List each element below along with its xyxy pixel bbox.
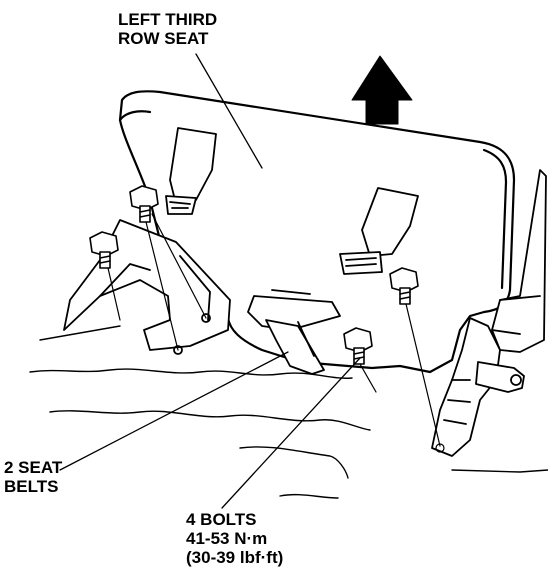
floor-outline: [29, 325, 548, 499]
bolt-center: [343, 327, 373, 365]
seat-label-line2: ROW SEAT: [118, 29, 209, 48]
bolt-guide-lines: [107, 213, 445, 453]
bolts-label-line1: 4 BOLTS: [186, 510, 257, 529]
belts-label-line1: 2 SEAT: [4, 458, 63, 477]
belts-label: 2 SEAT BELTS: [4, 458, 62, 496]
belts-label-line2: BELTS: [4, 477, 59, 496]
bolt-mid-left: [89, 231, 119, 269]
seat-belt-buckle: [247, 289, 341, 375]
up-arrow-icon: [351, 55, 413, 125]
seat-label-line1: LEFT THIRD: [118, 10, 218, 29]
seat-hinge-frame: [431, 169, 547, 457]
leader-lines: [59, 53, 361, 509]
bolts-label: 4 BOLTS 41-53 N·m (30-39 lbf·ft): [186, 510, 283, 567]
seat-belt-left: [165, 127, 217, 215]
bolts-label-line3: (30-39 lbf·ft): [186, 548, 284, 567]
bolt-top-left: [129, 185, 159, 223]
seat-belt-right: [339, 187, 419, 275]
bolt-right: [389, 267, 419, 305]
seat-label: LEFT THIRD ROW SEAT: [118, 10, 217, 48]
bolts-label-line2: 41-53 N·m: [186, 529, 268, 548]
